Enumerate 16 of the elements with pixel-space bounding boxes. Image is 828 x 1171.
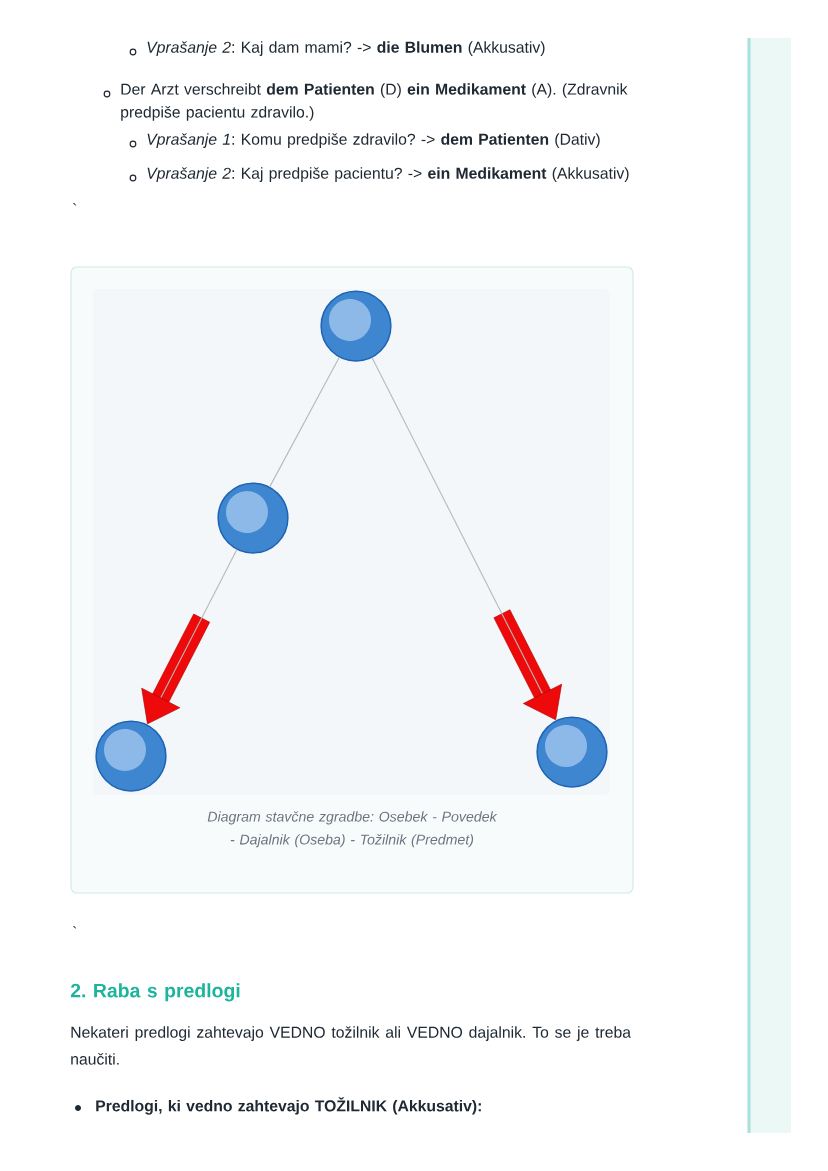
list-item-text: Predlogi, ki vedno zahtevajo TOŽILNIK (Akkusativ): [96,1097,481,1115]
sphere [320,290,392,362]
sphere [95,720,167,792]
paragraph: Nekateri predlogi zahtevajo VEDNO tožilnik ali VEDNO dajalnik. To se je treba naučiti. [71,1026,631,1065]
list-item-text: Vprašanje 2: Kaj predpiše pacientu? -> ein Medikament (Akkusativ) [147,167,629,182]
list-item-text: Der Arzt verschreibt dem Patienten (D) ein Medikament (A). (Zdravnik predpiše pacientu zdravilo.) [121,83,628,121]
list-item-text: Vprašanje 1: Komu predpiše zdravilo? -> dem Patienten (Dativ) [147,133,600,148]
figure-caption: Diagram stavčne zgradbe: Osebek - Povedek - Dajalnik (Oseba) - Tožilnik (Predmet) [207,811,498,848]
list-item-text: ` [73,926,77,929]
list-item-text: Vprašanje 2: Kaj dam mami? -> die Blumen (Akkusativ) [147,41,545,56]
list-item-text: ` [73,203,77,206]
sphere [536,716,608,788]
sphere [217,482,289,554]
arrow [141,549,238,725]
arrow [371,357,562,721]
section-heading: 2. Raba s predlogi [70,983,240,1002]
